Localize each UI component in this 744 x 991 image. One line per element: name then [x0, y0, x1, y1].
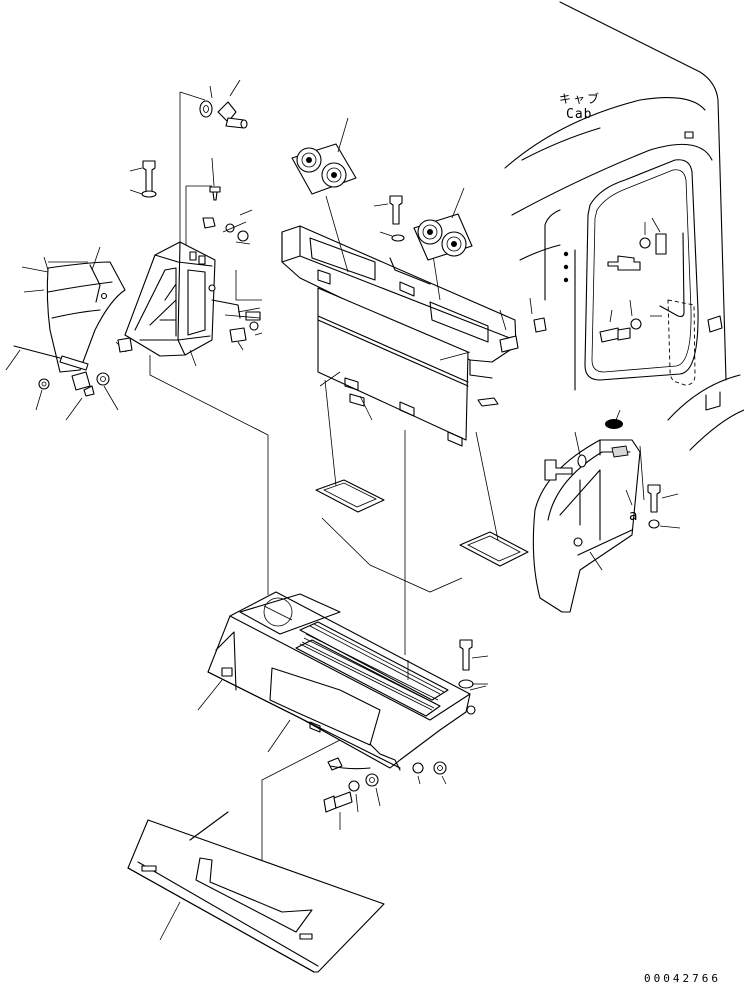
- lower-tray-panel: [197, 591, 487, 860]
- tray-bolts: [323, 639, 489, 830]
- left-bracket-frame: [117, 157, 263, 367]
- top-washer-bolt: [199, 79, 248, 129]
- cab-label-english: Cab: [566, 107, 593, 122]
- upper-rear-panel: [281, 195, 533, 447]
- cab-window-bolts: [599, 217, 667, 343]
- vent-unit-right: [413, 187, 473, 261]
- cab-label-japanese: キャブ: [559, 92, 602, 106]
- vent-unit-left: [291, 117, 357, 195]
- reference-mark-a: a: [629, 508, 638, 524]
- center-bolt: [373, 195, 547, 333]
- cab-outline: [504, 1, 744, 451]
- leader-to-lower-panel: [149, 355, 269, 595]
- seal-rings: [315, 379, 529, 593]
- left-side-cover: [5, 246, 127, 421]
- right-corner-cover: [532, 409, 681, 613]
- floor-mat: [127, 811, 385, 973]
- drawing-number: 00042766: [644, 972, 721, 985]
